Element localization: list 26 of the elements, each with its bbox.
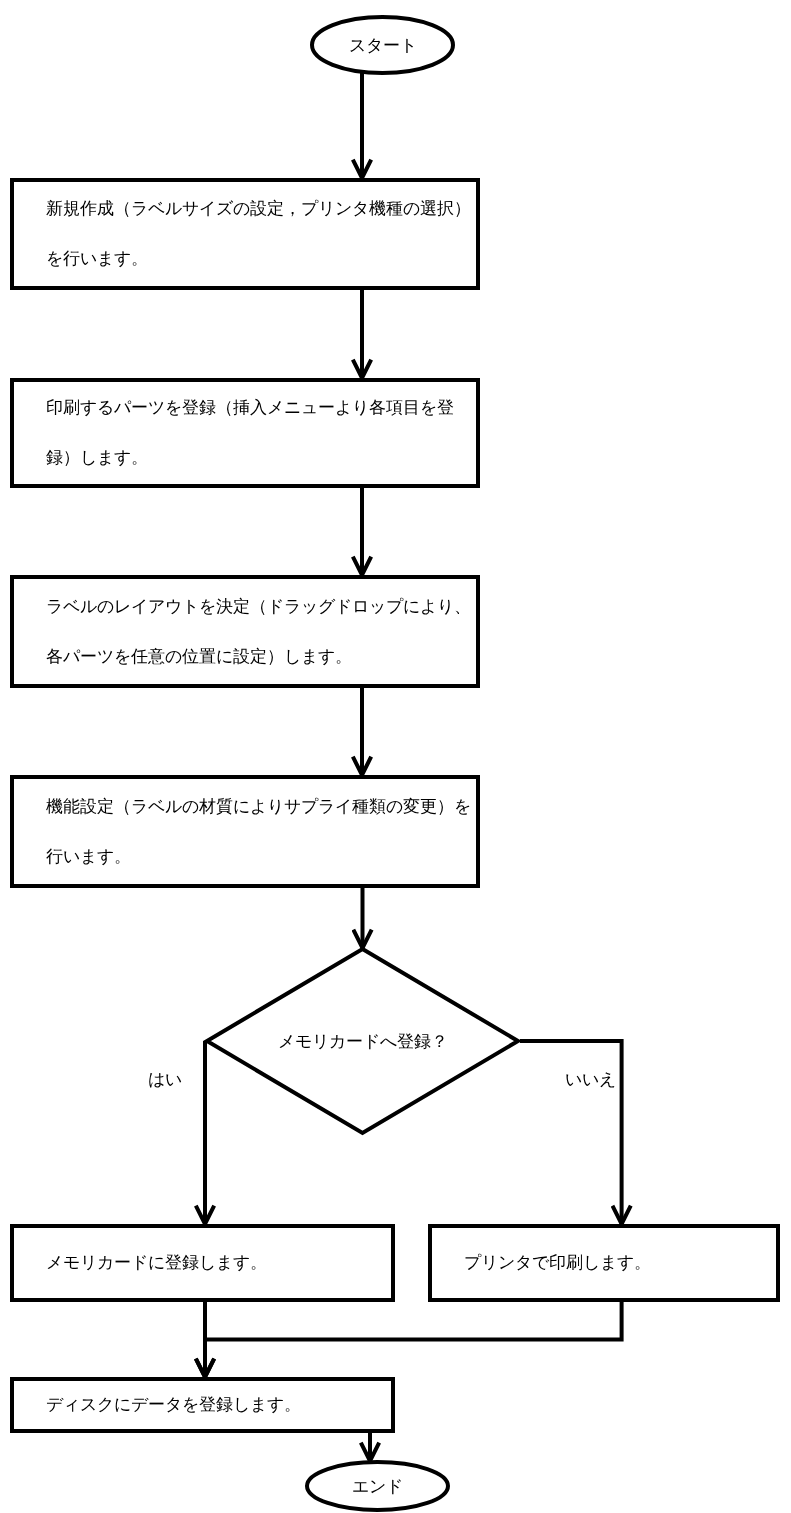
step-text: 印刷するパーツを登録（挿入メニューより各項目を登録）します。 bbox=[46, 397, 455, 469]
step-text: プリンタで印刷します。 bbox=[464, 1252, 651, 1274]
process-box bbox=[10, 378, 480, 488]
step-text: 機能設定（ラベルの材質によりサプライ種類の変更）を行います。 bbox=[46, 795, 472, 868]
arrow bbox=[193, 1302, 624, 1379]
arrow bbox=[358, 1433, 382, 1463]
arrow bbox=[520, 1039, 633, 1226]
decision-text: メモリカードへ登録？ bbox=[277, 1029, 448, 1053]
arrow bbox=[350, 487, 374, 577]
terminal-text: スタート bbox=[348, 33, 417, 57]
arrow bbox=[350, 73, 374, 180]
process-box bbox=[10, 178, 480, 290]
process-box bbox=[10, 1224, 395, 1302]
process-box bbox=[10, 775, 480, 888]
arrow bbox=[350, 687, 374, 777]
process-box bbox=[10, 1377, 395, 1433]
step-text: ディスクにデータを登録します。 bbox=[46, 1394, 301, 1416]
terminal-text: エンド bbox=[352, 1474, 403, 1498]
arrow bbox=[350, 289, 374, 380]
step-text: ラベルのレイアウトを決定（ドラッグドロップにより、各パーツを任意の位置に設定）します。 bbox=[46, 595, 472, 668]
arrow bbox=[193, 1041, 217, 1226]
step-text: メモリカードに登録します。 bbox=[46, 1252, 267, 1274]
process-box bbox=[10, 575, 480, 688]
step-text: 新規作成（ラベルサイズの設定，プリンタ機種の選択）を行います。 bbox=[46, 198, 472, 270]
process-box bbox=[428, 1224, 780, 1302]
arrow bbox=[351, 887, 374, 950]
